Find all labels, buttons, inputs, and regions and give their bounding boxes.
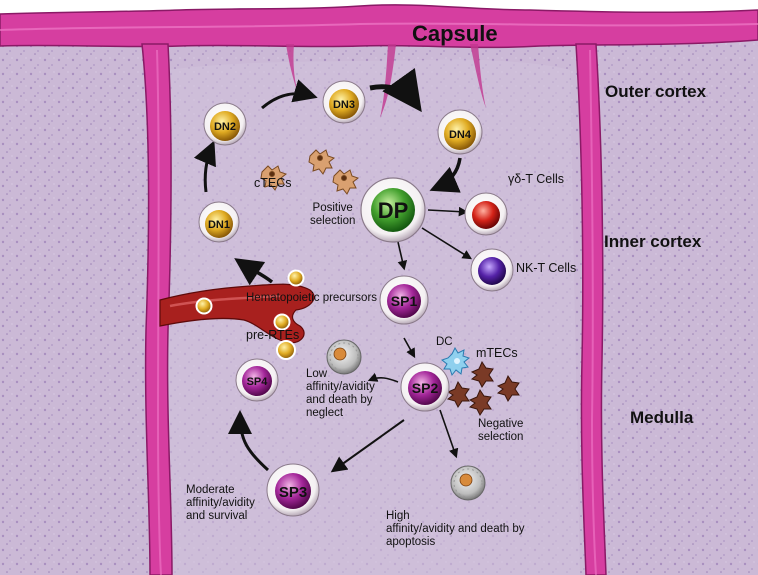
cell-dn1: DN1 (198, 201, 240, 243)
outer-cortex-label: Outer cortex (605, 82, 707, 101)
right-septum (575, 43, 607, 575)
cell-sp4-label: SP4 (247, 376, 269, 388)
precursor-cell (273, 313, 291, 331)
dc-label: DC (436, 336, 453, 348)
low-affinity-label: Low affinity/avidity and death by neglec… (306, 368, 375, 420)
positive-selection-label: Positive selection (310, 202, 355, 228)
precursor-cell (195, 297, 213, 315)
high-affinity-line1: High (386, 510, 410, 522)
high-affinity-line2: affinity/avidity and death by (386, 522, 525, 535)
cell-sp2-label: SP2 (412, 380, 439, 396)
cell-sp1: SP1 (379, 275, 429, 325)
cell-dn3-label: DN3 (333, 99, 355, 111)
cell-pre-rte (276, 340, 296, 360)
negative-selection-line2: selection (478, 430, 524, 443)
positive-selection-line2: selection (310, 214, 356, 227)
cell-sp3: SP3 (266, 463, 320, 517)
dying-cell-neglect (326, 339, 362, 375)
arrows (193, 67, 473, 473)
gd-t-cells-label: γδ-T Cells (508, 172, 565, 186)
cell-dn2-label: DN2 (214, 121, 236, 133)
ctec-cells (260, 149, 360, 195)
lobule-area (168, 59, 580, 575)
capsule-band (0, 4, 758, 49)
low-affinity-line3: and death by (306, 393, 373, 406)
cell-dn4-label: DN4 (449, 129, 472, 141)
dendritic-cell (440, 346, 471, 377)
low-affinity-line4: neglect (306, 406, 344, 419)
left-septum (141, 43, 173, 575)
cell-sp3-label: SP3 (279, 484, 307, 501)
nk-t-cells-label: NK-T Cells (516, 261, 577, 275)
cell-nk-t (470, 248, 514, 292)
negative-selection-label: Negative selection (478, 418, 523, 444)
blood-vessel (159, 283, 315, 344)
medulla-label: Medulla (630, 408, 694, 427)
negative-selection-line1: Negative (478, 418, 524, 430)
cell-dn4: DN4 (437, 109, 483, 155)
cell-dn2: DN2 (203, 102, 247, 146)
outside-area (0, 0, 758, 18)
cell-sp4: SP4 (235, 358, 279, 402)
moderate-affinity-line2: affinity/avidity (186, 496, 255, 509)
cell-dn3: DN3 (322, 80, 366, 124)
precursor-cell (287, 269, 305, 287)
high-affinity-line3: apoptosis (386, 535, 436, 548)
pre-rtes-label: pre-RTEs (246, 328, 300, 342)
low-affinity-line1: Low (306, 368, 328, 380)
mtec-cells (446, 360, 520, 416)
cell-sp2: SP2 (400, 362, 450, 412)
hematopoietic-label: Hematopoietic precursors (246, 292, 378, 304)
cell-dn1-label: DN1 (208, 219, 230, 231)
cell-sp1-label: SP1 (391, 293, 418, 309)
dying-cell-apoptosis (450, 465, 486, 501)
low-affinity-line2: affinity/avidity (306, 380, 375, 393)
moderate-affinity-line1: Moderate (186, 484, 235, 496)
moderate-affinity-line3: and survival (186, 509, 248, 522)
capsule-label: Capsule (412, 21, 498, 46)
inner-cortex-label: Inner cortex (604, 232, 702, 251)
high-affinity-label: High affinity/avidity and death by apopt… (386, 510, 525, 549)
moderate-affinity-label: Moderate affinity/avidity and survival (186, 484, 255, 523)
cell-dp: DP (360, 177, 426, 243)
cell-dp-label: DP (378, 198, 409, 223)
mtecs-label: mTECs (476, 346, 518, 360)
ctecs-label: cTECs (254, 176, 292, 190)
cell-gd-t (464, 192, 508, 236)
positive-selection-line1: Positive (312, 202, 353, 214)
